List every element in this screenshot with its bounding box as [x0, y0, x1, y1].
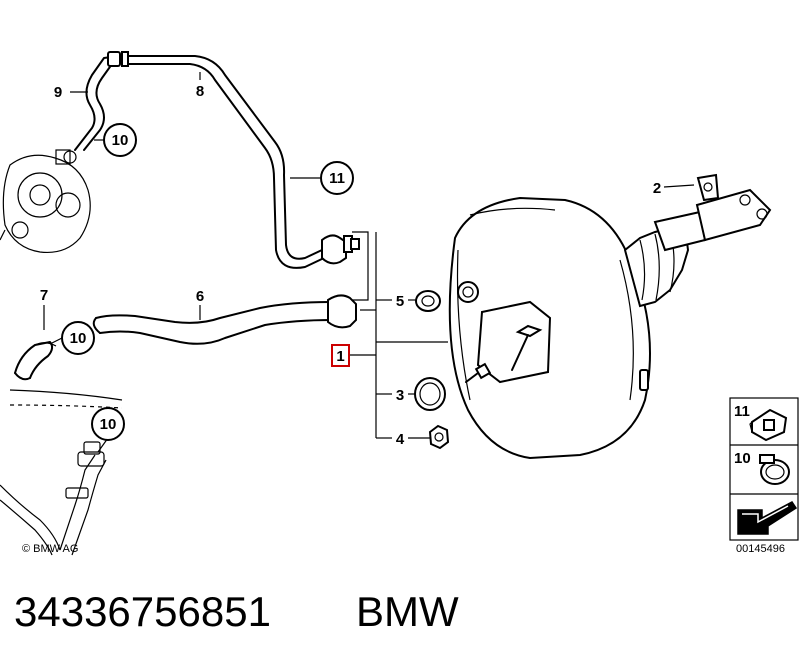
hose-clamp-icon: [759, 454, 790, 485]
hose-6: [92, 294, 357, 345]
brake-booster-body: [448, 173, 772, 460]
copyright-text: © BMW AG: [22, 543, 78, 555]
diagram-code: 00145496: [736, 543, 785, 555]
legend-box: 11 10: [729, 397, 799, 541]
callout-7: 7: [40, 287, 48, 304]
callout-9: 9: [54, 84, 62, 101]
callout-11: 11: [320, 161, 354, 195]
callout-8: 8: [196, 83, 204, 100]
brand-name: BMW: [356, 588, 459, 635]
svg-text:10: 10: [100, 416, 117, 433]
callout-10-low: 10: [91, 407, 125, 441]
hose-9: [74, 51, 121, 151]
lower-connector-drawing: [0, 389, 123, 556]
svg-text:11: 11: [329, 170, 345, 187]
svg-text:10: 10: [70, 330, 87, 347]
callout-10-mid: 10: [61, 321, 95, 355]
hose-8: [121, 51, 360, 269]
washer-5: [415, 290, 441, 312]
callout-10-top: 10: [103, 123, 137, 157]
callout-5: 5: [396, 293, 404, 310]
callout-3: 3: [396, 387, 404, 404]
callout-4: 4: [396, 431, 405, 448]
callout-6: 6: [196, 288, 204, 305]
seal-ring-3: [414, 377, 446, 411]
clip-icon: [749, 408, 788, 442]
legend-label-10: 10: [734, 450, 751, 467]
vacuum-pump-drawing: [0, 149, 91, 254]
legend-label-11: 11: [734, 403, 750, 420]
callout-2: 2: [653, 180, 661, 197]
hose-7: [14, 341, 57, 381]
nut-4: [428, 424, 450, 450]
callout-1-highlight: 1: [331, 344, 350, 367]
arrow-icon: [737, 501, 798, 535]
bracket-lines: [43, 72, 695, 453]
svg-text:10: 10: [112, 132, 129, 149]
svg-text:1: 1: [336, 348, 344, 365]
part-number: 34336756851: [14, 588, 271, 635]
